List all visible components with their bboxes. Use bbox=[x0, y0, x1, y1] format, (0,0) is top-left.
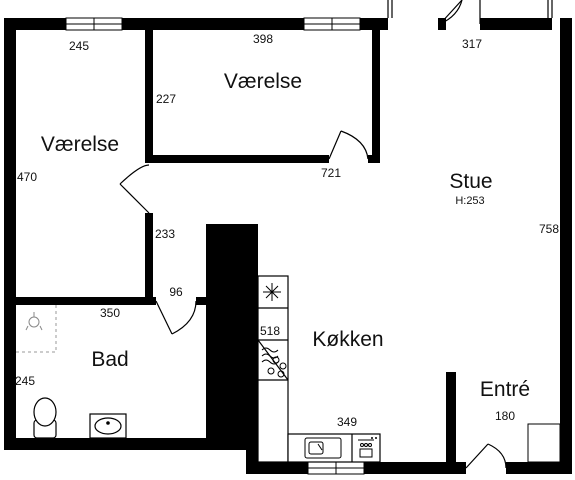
dim-living-depth: 758 bbox=[539, 222, 559, 236]
wall-bedroom-left-lower bbox=[145, 213, 153, 305]
door-bedroom-top bbox=[328, 130, 342, 160]
balcony-door bbox=[387, 0, 553, 25]
room-label-bedroom-top: Værelse bbox=[224, 70, 302, 93]
wall-right bbox=[560, 18, 572, 474]
dim-hall-96: 96 bbox=[169, 285, 183, 299]
dim-bedroom-top-width: 398 bbox=[253, 32, 273, 46]
room-label-living: Stue bbox=[449, 170, 492, 193]
door-bathroom bbox=[155, 300, 173, 335]
toilet-icon bbox=[33, 397, 57, 439]
living-height: H:253 bbox=[455, 195, 484, 207]
doors bbox=[119, 130, 507, 469]
wall-shaft bbox=[206, 224, 258, 450]
wall-bottom-right bbox=[506, 462, 572, 474]
dim-bedroom-left-depth: 470 bbox=[17, 170, 37, 184]
dim-bathroom-depth: 245 bbox=[15, 374, 35, 388]
wardrobe bbox=[527, 423, 561, 463]
wall-top-right-c bbox=[480, 18, 552, 30]
washbasin-icon bbox=[89, 413, 127, 439]
wall-top-left bbox=[4, 18, 66, 30]
room-label-kitchen: Køkken bbox=[312, 328, 383, 351]
oven-icon bbox=[261, 347, 279, 365]
wall-bedroom-top-right bbox=[372, 30, 380, 163]
dim-bedroom-top-depth: 227 bbox=[156, 92, 176, 106]
hob-icon bbox=[267, 356, 287, 378]
sink-icon bbox=[304, 437, 342, 459]
wall-top-right-a bbox=[360, 18, 388, 30]
dim-entrance-width: 180 bbox=[495, 409, 515, 423]
dim-bedroom-left-width: 245 bbox=[69, 39, 89, 53]
wall-top-right-b bbox=[438, 18, 446, 30]
dim-kitchen-width: 349 bbox=[337, 415, 357, 429]
shower-head-icon bbox=[25, 312, 43, 331]
wall-bottom-kitchen-b bbox=[364, 462, 466, 474]
room-label-entrance: Entré bbox=[480, 378, 530, 401]
door-entrance bbox=[465, 443, 489, 469]
windows bbox=[65, 17, 365, 475]
wall-bottom-bath bbox=[4, 438, 214, 450]
wall-top-mid bbox=[122, 18, 304, 30]
kitchen-counter bbox=[257, 275, 381, 463]
dim-kitchen-depth: 518 bbox=[260, 324, 280, 338]
wall-bath-top-right bbox=[196, 297, 210, 305]
shower-icon bbox=[16, 305, 57, 353]
wall-bedroom-top-bottom bbox=[145, 155, 329, 163]
wall-bath-top bbox=[16, 297, 156, 305]
counter-dots bbox=[371, 437, 377, 439]
interior-walls bbox=[16, 30, 456, 468]
wall-bedroom-divider bbox=[145, 30, 153, 162]
room-label-bathroom: Bad bbox=[91, 348, 128, 371]
door-bedroom-left bbox=[119, 183, 150, 214]
dim-hall-233: 233 bbox=[155, 227, 175, 241]
dim-living-width: 317 bbox=[462, 37, 482, 51]
room-label-bedroom-left: Værelse bbox=[41, 133, 119, 156]
dishwasher-icon bbox=[358, 439, 374, 458]
wall-left bbox=[4, 18, 16, 450]
wall-entrance-divider bbox=[446, 372, 456, 468]
snowflake-icon bbox=[263, 283, 281, 301]
dim-bathroom-width: 350 bbox=[100, 306, 120, 320]
dim-hall-721: 721 bbox=[321, 166, 341, 180]
wall-bottom-kitchen-a bbox=[246, 462, 308, 474]
